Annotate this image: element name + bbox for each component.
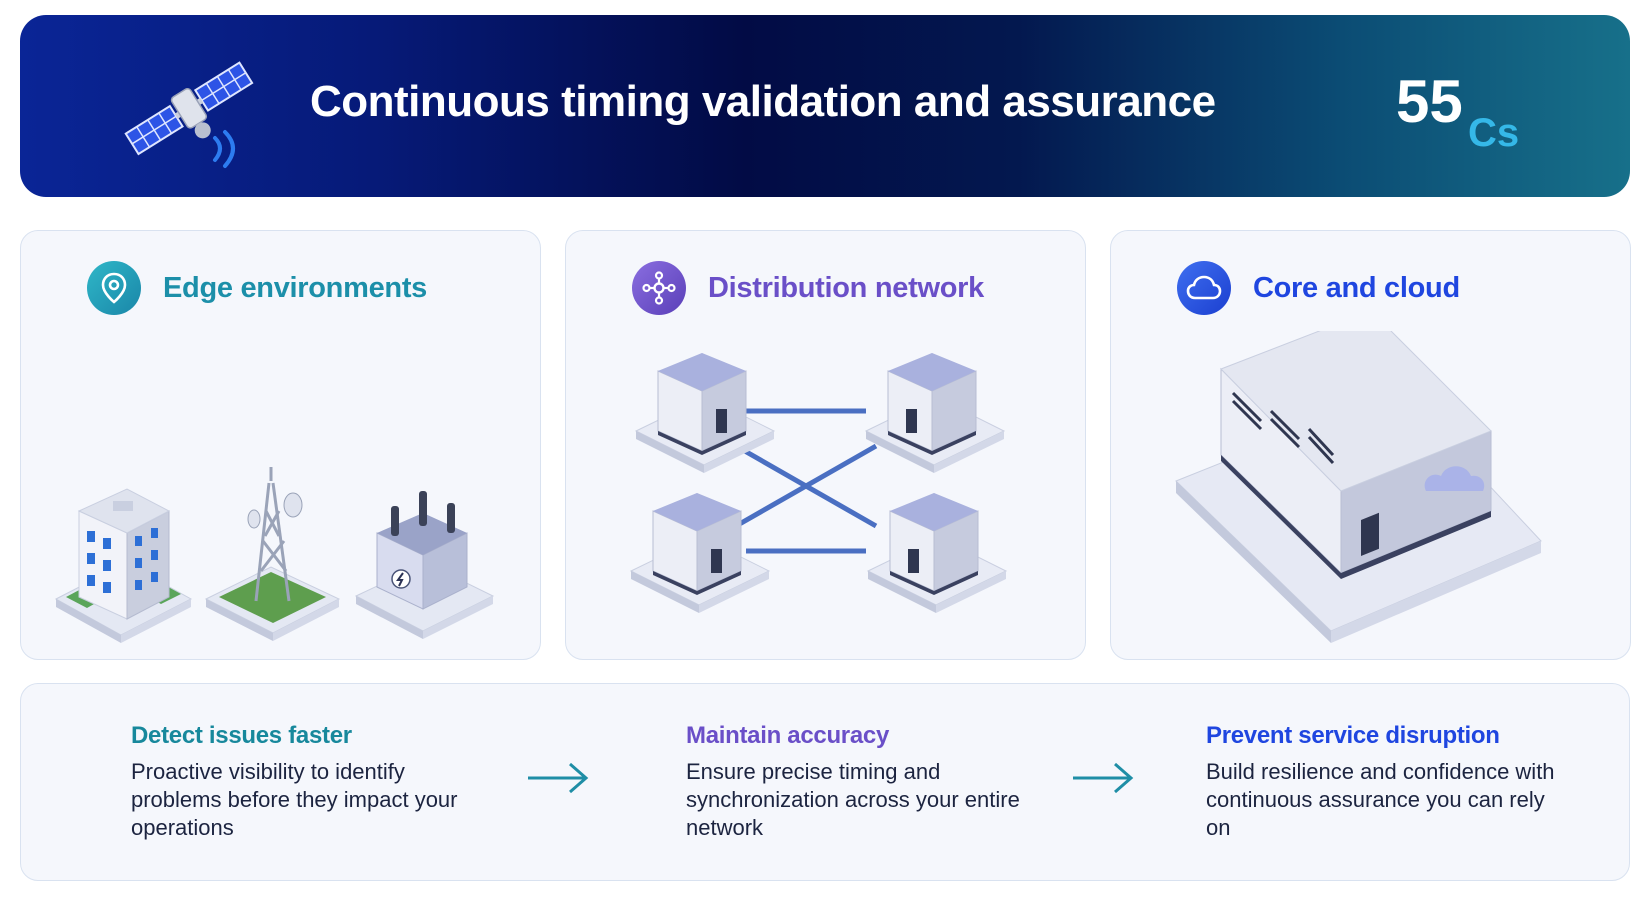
step-title: Prevent service disruption [1206, 722, 1500, 749]
step-maintain: Maintain accuracy Ensure precise timing … [686, 722, 1046, 842]
arrow-right-icon [1073, 762, 1134, 794]
card-header: Edge environments [87, 261, 427, 315]
logo-suffix: Cs [1468, 111, 1520, 155]
card-header: Core and cloud [1177, 261, 1460, 315]
server-node-icon [629, 493, 771, 613]
server-node-icon [866, 493, 1008, 613]
benefits-panel: Detect issues faster Proactive visibilit… [20, 683, 1630, 881]
network-nodes-icon [632, 261, 686, 315]
step-detect: Detect issues faster Proactive visibilit… [131, 722, 491, 842]
card-title: Edge environments [163, 271, 428, 304]
logo-number: 55 [1396, 68, 1463, 135]
card-edge-environments: Edge environments [20, 230, 541, 660]
location-pin-icon [87, 261, 141, 315]
network-illustration [629, 353, 1008, 613]
satellite-icon [124, 61, 254, 168]
card-core-and-cloud: Core and cloud [1110, 230, 1631, 660]
step-prevent: Prevent service disruption Build resilie… [1206, 722, 1566, 842]
step-title: Maintain accuracy [686, 722, 889, 749]
server-node-icon [634, 353, 776, 473]
cloud-icon [1177, 261, 1231, 315]
page-title: Continuous timing validation and assuran… [310, 77, 1216, 126]
step-description: Proactive visibility to identify problem… [131, 759, 458, 840]
card-title: Distribution network [708, 271, 984, 304]
cell-tower-icon [204, 467, 341, 641]
office-building-icon [54, 488, 193, 643]
data-center-illustration [1175, 331, 1542, 643]
edge-illustration [54, 467, 495, 643]
card-distribution-network: Distribution network [565, 230, 1086, 660]
step-description: Build resilience and confidence with con… [1206, 759, 1555, 840]
card-title: Core and cloud [1253, 271, 1460, 304]
data-center-icon [1175, 331, 1542, 643]
step-description: Ensure precise timing and synchronizatio… [686, 759, 1020, 840]
link-lines [734, 408, 878, 554]
arrow-right-icon [528, 762, 589, 794]
step-title: Detect issues faster [131, 722, 352, 749]
header-banner: Continuous timing validation and assuran… [20, 15, 1630, 197]
substation-icon [354, 491, 495, 639]
card-header: Distribution network [632, 261, 984, 315]
server-node-icon [864, 353, 1006, 473]
